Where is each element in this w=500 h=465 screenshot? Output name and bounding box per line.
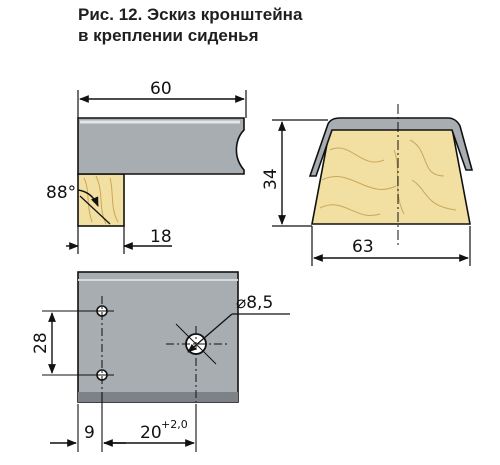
dim-label-28: 28 — [31, 332, 51, 354]
side-view: 60 18 88° — [46, 79, 247, 254]
dim-label-18: 18 — [150, 227, 172, 247]
dim-label-diameter: ⌀8,5 — [236, 293, 273, 313]
caption-line-2: в креплении сиденья — [78, 26, 259, 45]
angle-arc — [77, 189, 99, 207]
wood-block-section — [311, 127, 471, 225]
diameter-leader — [187, 313, 233, 353]
figure-caption: Рис. 12. Эскиз кронштейна в креплении си… — [78, 4, 302, 46]
plan-view: ⌀8,5 28 9 20 +2,0 — [31, 271, 290, 452]
metal-bar-side — [77, 117, 245, 175]
dim-label-60: 60 — [150, 79, 172, 99]
wood-grain-side — [83, 175, 119, 225]
dim-label-20-tolerance: +2,0 — [161, 418, 188, 431]
section-view: 34 63 — [261, 104, 474, 266]
caption-line-1: Рис. 12. Эскиз кронштейна — [78, 5, 303, 24]
plate-shadow — [78, 392, 238, 402]
metal-cap-section — [308, 117, 474, 177]
dim-label-34: 34 — [261, 168, 281, 190]
dim-label-9: 9 — [84, 423, 95, 443]
angle-label: 88° — [46, 183, 76, 203]
dim-label-63: 63 — [352, 237, 374, 257]
dim-label-20: 20 — [140, 423, 162, 443]
